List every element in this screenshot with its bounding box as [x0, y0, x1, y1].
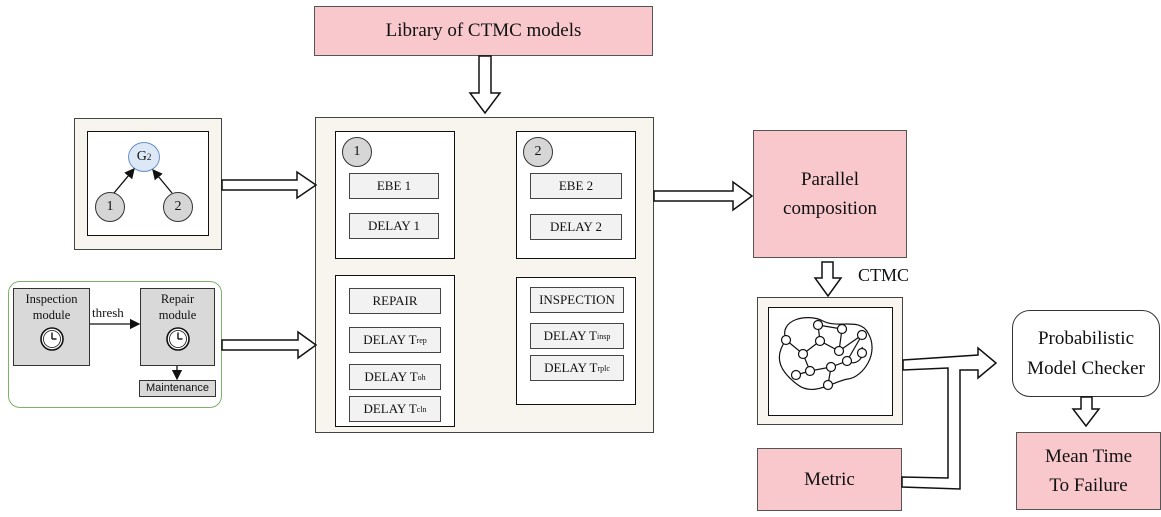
- fault-tree-panel: [74, 118, 222, 250]
- repair-item-main: DELAY T: [364, 369, 418, 384]
- ctmc-graph-frame: [768, 307, 893, 416]
- result-line-1: Mean Time: [1044, 445, 1133, 467]
- repair-item-sub: cln: [416, 404, 427, 414]
- arrow-parallel-down: [813, 261, 843, 298]
- inspection-title: INSPECTION: [530, 287, 624, 313]
- clock-icon: [165, 326, 190, 351]
- repair-module-label: Repair module: [158, 292, 197, 323]
- block-1: 1 EBE 1 DELAY 1: [335, 131, 455, 259]
- block-1-item-label: DELAY 1: [367, 218, 421, 233]
- repair-item-main: DELAY T: [363, 401, 417, 416]
- arrow-merge-to-checker: [901, 346, 998, 490]
- block-2-badge-label: 2: [534, 144, 542, 159]
- node-1-label: 1: [106, 199, 114, 214]
- arrow-library-down: [468, 55, 502, 115]
- node-2-label: 2: [174, 199, 182, 214]
- inspection-module: Inspection module: [13, 288, 90, 366]
- checker-line-1: Probabilistic: [1037, 328, 1135, 350]
- metric-label: Metric: [804, 468, 855, 490]
- repair-module: Repair module: [140, 288, 215, 366]
- block-1-item: DELAY 1: [349, 213, 439, 239]
- checker-line-2: Model Checker: [1027, 357, 1145, 379]
- fault-tree-node-2: 2: [163, 192, 193, 222]
- arrow-faulttree-right: [221, 170, 318, 200]
- block-1-badge: 1: [342, 137, 372, 167]
- inspection-module-label: Inspection module: [25, 292, 78, 323]
- result-line-2: To Failure: [1049, 475, 1128, 496]
- block-1-badge-label: 1: [353, 144, 361, 159]
- block-2-badge: 2: [523, 137, 553, 167]
- clock-icon: [39, 326, 64, 351]
- metric-box: Metric: [757, 448, 902, 511]
- model-checker-box: Probabilistic Model Checker: [1012, 310, 1160, 397]
- inspection-item-main: DELAY T: [544, 360, 598, 375]
- fault-tree-node-1: 1: [95, 192, 125, 222]
- ctmc-graph-panel: [757, 297, 903, 425]
- maintenance-label: Maintenance: [146, 382, 209, 394]
- block-1-item: EBE 1: [349, 173, 439, 199]
- parallel-composition-box: Parallel composition: [753, 130, 907, 258]
- inspection-item-sub: insp: [596, 331, 611, 341]
- parallel-line-1: Parallel: [800, 168, 860, 190]
- block-2-item-label: DELAY 2: [549, 219, 603, 234]
- gate-label: G: [136, 149, 147, 164]
- block-2-item: DELAY 2: [530, 214, 622, 240]
- inspection-title-label: INSPECTION: [539, 292, 615, 307]
- arrow-composite-right: [653, 180, 754, 212]
- thresh-label: thresh: [92, 305, 124, 320]
- library-box: Library of CTMC models: [314, 6, 653, 56]
- result-box: Mean Time To Failure: [1016, 432, 1161, 510]
- parallel-line-2: composition: [783, 198, 877, 219]
- arrow-checker-down: [1071, 396, 1101, 428]
- repair-item-sub: rep: [416, 335, 427, 345]
- arrow-maintenance-right: [221, 330, 318, 360]
- block-2-item: EBE 2: [530, 173, 622, 199]
- repair-item-main: DELAY T: [363, 332, 417, 347]
- gate-sub: 2: [146, 152, 152, 162]
- repair-item-sub: oh: [417, 372, 426, 382]
- repair-title: REPAIR: [349, 288, 441, 314]
- ctmc-network-icon: [778, 317, 873, 391]
- inspection-item-main: DELAY T: [543, 328, 597, 343]
- block-1-item-label: EBE 1: [376, 178, 412, 193]
- maintenance-box: Maintenance: [139, 380, 216, 397]
- library-label: Library of CTMC models: [385, 20, 582, 42]
- block-2: 2 EBE 2 DELAY 2: [516, 131, 636, 259]
- ctmc-label: CTMC: [858, 265, 910, 285]
- block-2-item-label: EBE 2: [558, 178, 594, 193]
- inspection-item-sub: rplc: [597, 363, 610, 373]
- repair-title-label: REPAIR: [372, 293, 418, 308]
